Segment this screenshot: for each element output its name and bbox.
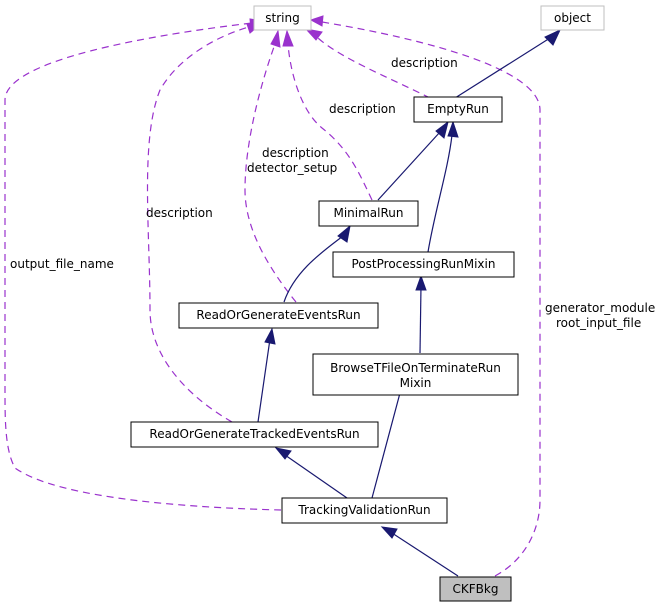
label-root-input-file: root_input_file	[556, 316, 641, 330]
edge-browse-postprocessing	[419, 285, 422, 354]
node-browse-tfile-on-terminate-run-mixin[interactable]: BrowseTFileOnTerminateRun Mixin	[312, 353, 519, 396]
arrow-emptyrun-string	[304, 28, 323, 41]
label-minimalrun-description: description	[329, 102, 396, 116]
node-minimal-run[interactable]: MinimalRun	[318, 200, 419, 227]
edge-tracked-string	[146, 25, 253, 423]
node-ckfbkg[interactable]: CKFBkg	[439, 576, 512, 602]
node-browse-tfile-label-line2: Mixin	[400, 376, 432, 390]
arrow-minimalrun-string	[282, 29, 294, 47]
node-object-label: object	[554, 11, 591, 25]
edge-events-string	[244, 43, 297, 303]
node-minimal-run-label: MinimalRun	[333, 206, 403, 220]
node-read-or-generate-events-label: ReadOrGenerateEventsRun	[196, 308, 360, 322]
label-output-file-name: output_file_name	[10, 257, 114, 271]
label-generator-module: generator_module	[545, 301, 655, 315]
edge-tracking-string	[4, 22, 282, 511]
arrow-minimalrun-emptyrun	[435, 120, 449, 139]
arrow-postprocessing-emptyrun	[447, 120, 459, 138]
edge-minimalrun-string	[287, 43, 373, 201]
edge-ckfbkg-string	[321, 21, 541, 577]
arrow-emptyrun-object	[544, 28, 562, 46]
arrow-events-minimalrun	[337, 224, 351, 243]
node-read-or-generate-tracked-events-run[interactable]: ReadOrGenerateTrackedEventsRun	[130, 421, 379, 448]
label-tracked-description: description	[146, 206, 213, 220]
node-string[interactable]: string	[253, 5, 312, 31]
node-tracking-validation-label: TrackingValidationRun	[297, 503, 430, 517]
arrow-events-string	[270, 29, 281, 48]
label-emptyrun-description: description	[391, 56, 458, 70]
node-empty-run-label: EmptyRun	[427, 102, 489, 116]
node-tracking-validation-run[interactable]: TrackingValidationRun	[281, 497, 448, 524]
label-events-detector-setup: detector_setup	[247, 161, 337, 175]
node-object[interactable]: object	[540, 5, 605, 31]
node-empty-run[interactable]: EmptyRun	[413, 96, 503, 123]
node-read-or-generate-tracked-label: ReadOrGenerateTrackedEventsRun	[149, 427, 359, 441]
edge-tracking-browse	[371, 377, 405, 499]
arrow-tracking-tracked	[274, 447, 292, 460]
edge-minimalrun-emptyrun	[377, 131, 441, 201]
edge-ckfbkg-tracking	[391, 532, 459, 577]
edge-events-minimalrun	[283, 235, 344, 303]
node-read-or-generate-events-run[interactable]: ReadOrGenerateEventsRun	[178, 302, 379, 329]
arrow-browse-postprocessing	[415, 274, 427, 291]
edge-emptyrun-string	[317, 37, 431, 99]
node-ckfbkg-label: CKFBkg	[453, 582, 499, 596]
node-browse-tfile-label-line1: BrowseTFileOnTerminateRun	[330, 361, 501, 375]
edge-tracking-tracked	[284, 454, 348, 499]
node-post-processing-label: PostProcessingRunMixin	[352, 257, 496, 271]
edge-postprocessing-emptyrun	[427, 134, 453, 253]
edge-tracked-events	[257, 338, 271, 423]
arrow-ckfbkg-tracking	[380, 526, 398, 539]
arrow-tracked-events	[264, 327, 276, 345]
label-events-description: description	[262, 146, 329, 160]
node-post-processing-run-mixin[interactable]: PostProcessingRunMixin	[332, 251, 515, 278]
node-string-label: string	[265, 11, 299, 25]
arrow-ckfbkg-string	[309, 15, 324, 27]
edge-emptyrun-object	[454, 37, 551, 99]
